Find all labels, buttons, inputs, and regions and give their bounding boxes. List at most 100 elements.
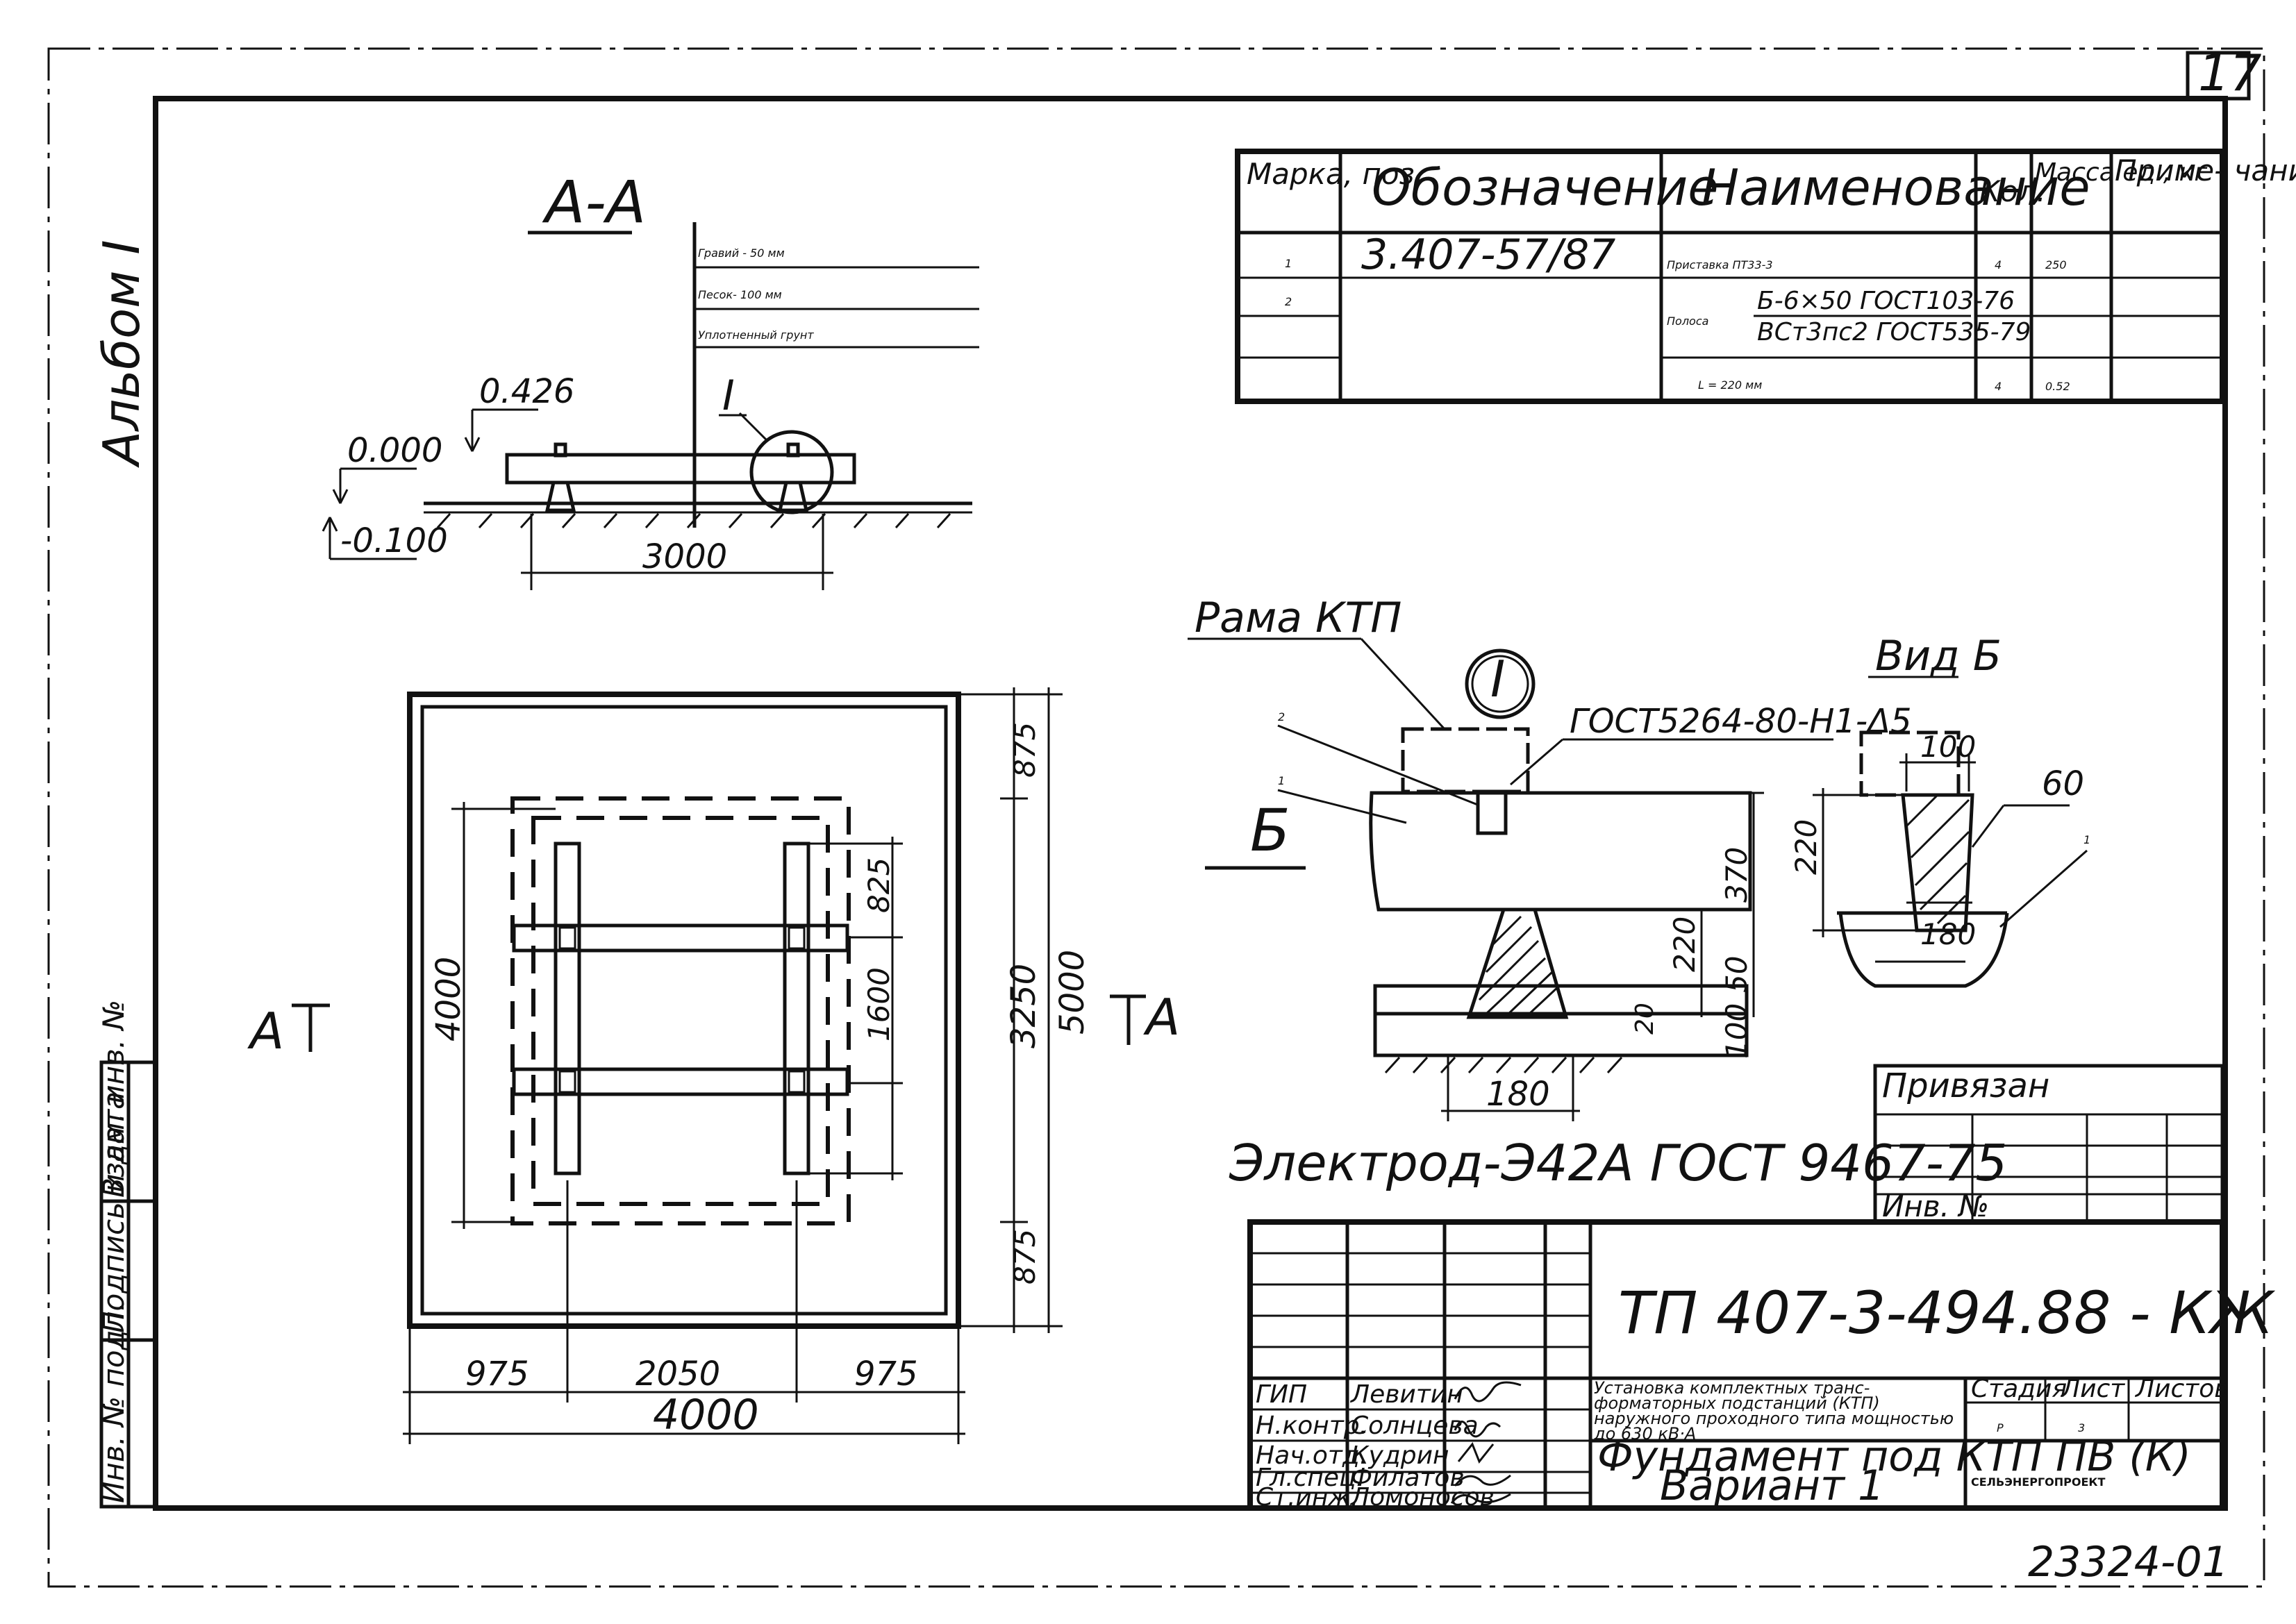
section-aa-title: А-А [542,168,646,236]
dim-20: 20 [1631,1003,1659,1035]
dim-3250: 3250 [1004,964,1043,1048]
stage-value: Р [1997,1421,2004,1434]
header-mass: Масса ед., кг [2035,158,2208,187]
drawing-code: ТП 407-3-494.88 - КЖ [1618,1279,2276,1347]
dim-875-bottom: 875 [1008,1229,1042,1284]
dim-5000: 5000 [1053,950,1092,1035]
main-frame [153,96,2228,1511]
album-label: Альбом I [92,240,151,468]
row1-qty: 4 [1995,258,2002,271]
outer-border [47,47,2265,1588]
dim-370: 370 [1720,847,1754,903]
sheets-label: Листов [2134,1375,2229,1403]
name-4: Филатов [1351,1464,1465,1492]
section-aa: А-А Гравий - 50 мм Песок- 100 мм Уплотне… [322,168,979,590]
signature-3 [1457,1442,1495,1464]
dim-4000-horizontal: 4000 [653,1391,759,1439]
row2-name: Полоса [1667,315,1708,328]
role-glspec: Гл.спец. [1256,1464,1364,1492]
header-name: Наименование [1702,158,2090,217]
level-0000: 0.000 [347,431,442,470]
dim-100: 100 [1720,1003,1754,1059]
strip-text-vzam-inv: Взам. инв. № [97,1000,131,1198]
role-nkontr: Н.контр. [1256,1412,1367,1440]
row2-name-bottom: ВСт3пс2 ГОСТ535-79 [1757,318,2031,346]
detail-callout-i: I [1490,650,1505,708]
detail-i: I Рама КТП ГОСТ5264-80-Н1-Δ5 1 2 Б 370 2… [1188,594,2007,1192]
row1-pos: 1 [1285,257,1292,270]
viewb-dim-100: 100 [1920,730,1976,764]
header-qty: Кол. [1979,174,2046,208]
dim-220: 220 [1667,916,1702,972]
header-designation: Обозначение [1372,158,1719,217]
dim-875-top: 875 [1008,722,1042,778]
strip-text-signature-date: Подпись и дата [97,1091,131,1333]
left-stamp-strip: Инв. № подл. Подпись и дата Взам. инв. № [97,1000,158,1509]
viewb-dim-220: 220 [1789,819,1823,875]
pos-2-label: 2 [1278,710,1285,723]
footer-code: 23324-01 [2028,1538,2229,1587]
view-b-title: Вид Б [1875,632,2002,680]
signature-2 [1454,1421,1501,1438]
role-gip: ГИП [1256,1380,1307,1409]
electrode-note: Электрод-Э42А ГОСТ 9467-75 [1229,1134,2007,1192]
weld-label: ГОСТ5264-80-Н1-Δ5 [1570,702,1912,741]
title-block: ТП 407-3-494.88 - КЖ Установка комплектн… [1247,1219,2276,1512]
layer-compacted-soil: Уплотненный грунт [698,328,814,342]
name-2: Солнцева [1351,1412,1479,1440]
view-marker-b: Б [1250,796,1290,864]
dim-3000: 3000 [642,537,727,576]
attached-inv: Инв. № [1882,1189,1989,1223]
dim-180: 180 [1486,1075,1550,1114]
frame-label: Рама КТП [1195,594,1401,642]
dim-4000-vertical: 4000 [429,957,468,1041]
section-callout-i: I [722,371,735,420]
sheet-label: Лист [2060,1375,2125,1403]
viewb-dim-180: 180 [1920,917,1976,951]
name-3: Кудрин [1351,1441,1449,1470]
header-mark: Марка, поз. [1247,157,1424,191]
role-stinzh: Ст.инж. [1256,1483,1358,1512]
row1-name: Приставка ПТ33-3 [1667,258,1773,271]
role-nachotd: Нач.отд. [1256,1441,1367,1470]
dim-975-right: 975 [854,1355,918,1393]
level-minus0100: -0.100 [340,521,448,560]
level-0426: 0.426 [479,372,574,411]
section-marker-right: А [1143,988,1180,1046]
section-marker-left: А [247,1002,284,1060]
organization: СЕЛЬЭНЕРГОПРОЕКТ [1971,1475,2105,1489]
layer-gravel: Гравий - 50 мм [698,246,785,260]
sheet-number-box [2186,51,2251,101]
sheet-number: 17 [2198,44,2262,102]
viewb-dim-60: 60 [2042,764,2084,803]
dim-1600: 1600 [862,967,896,1041]
dim-50: 50 [1720,956,1754,993]
name-1: Левитин [1349,1380,1463,1409]
view-b: Вид Б 100 60 220 180 1 [1789,632,2090,988]
row3-qty: 4 [1995,380,2002,393]
row3-name: L = 220 мм [1698,378,1762,392]
drawing-subtitle: Вариант 1 [1660,1462,1884,1510]
row1-designation: 3.407-57/87 [1361,231,1615,279]
sheet-value: 3 [2078,1421,2085,1434]
row3-mass: 0.52 [2045,380,2070,393]
dim-825: 825 [862,857,896,913]
attached-box: Привязан Инв. № [1873,1064,2224,1224]
dim-2050: 2050 [635,1355,720,1393]
signature-1 [1454,1381,1522,1403]
layer-sand: Песок- 100 мм [698,288,782,301]
strip-text-inv-podl: Инв. № подл. [97,1302,131,1503]
dim-975-left: 975 [465,1355,529,1393]
row2-pos: 2 [1285,295,1292,308]
signature-4 [1454,1474,1511,1487]
attached-title: Привязан [1882,1066,2049,1105]
plan-view: А А 5000 875 3250 875 825 1600 4000 [247,687,1180,1444]
row1-mass: 250 [2045,258,2067,271]
stage-label: Стадия [1971,1375,2067,1403]
pos-1-label: 1 [1278,774,1285,787]
spec-table: Марка, поз. Обозначение Наименование Кол… [1235,149,2296,404]
header-note: Приме- чание [2115,153,2296,187]
drawing-title: Фундамент под КТП ПВ (К) [1597,1432,2191,1481]
project-description: Установка комплектных транс- форматорных… [1594,1380,1954,1440]
